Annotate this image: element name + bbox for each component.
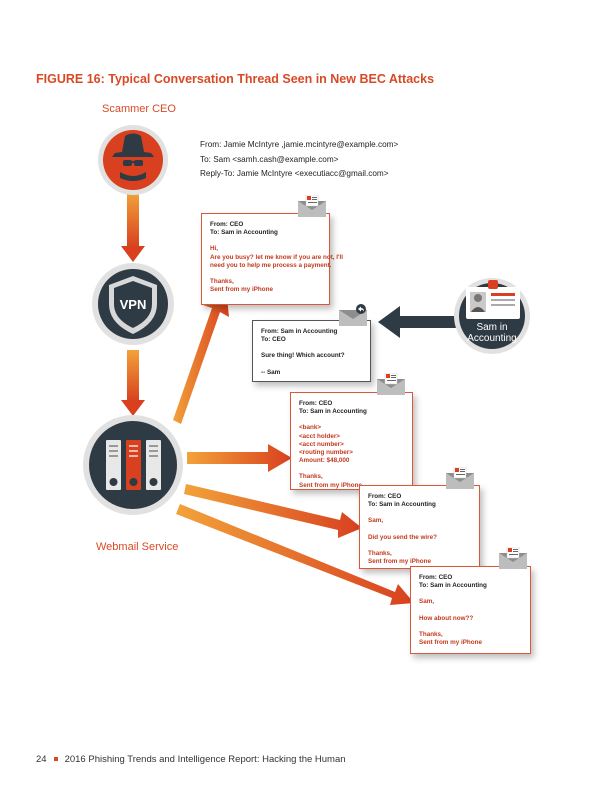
page-number: 24 [36, 754, 47, 765]
msg3-line: <acct number> [299, 440, 344, 448]
msg1-line: Hi, [210, 245, 219, 253]
arrow-webmail-to-msg4 [184, 484, 362, 538]
footer-separator-square [53, 756, 58, 761]
message-card-5: From: CEO To: Sam in Accounting Sam, How… [410, 566, 531, 654]
envelope-icon [499, 547, 527, 569]
header-to: To: Sam <samh.cash@example.com> [200, 154, 339, 164]
msg4-line: Sam, [368, 517, 384, 525]
message-card-2-reply: From: Sam in Accounting To: CEO Sure thi… [252, 320, 371, 382]
msg3-line: Thanks, [299, 473, 323, 481]
msg2-line: -- Sam [261, 368, 281, 376]
reply-envelope-icon [339, 304, 367, 326]
msg3-line: <bank> [299, 424, 322, 432]
msg5-line: Thanks, [419, 630, 443, 638]
message-card-1: From: CEO To: Sam in Accounting Hi, Are … [201, 213, 344, 305]
sam-accounting-icon: Sam in Accounting [454, 278, 530, 354]
arrow-webmail-to-msg1 [173, 288, 229, 424]
msg5-to: To: Sam in Accounting [419, 582, 487, 590]
vpn-label: VPN [120, 297, 147, 312]
msg2-line: Sure thing! Which account? [261, 352, 345, 360]
email-header-block: From: Jamie McIntyre ,jamie.mcintyre@exa… [200, 138, 398, 182]
vpn-shield-icon: VPN [92, 263, 174, 345]
msg3-line: Sent from my iPhone [299, 481, 362, 489]
msg3-line: <acct holder> [299, 432, 340, 440]
msg1-line: Thanks, [210, 278, 234, 286]
msg5-line: Sent from my iPhone [419, 639, 482, 647]
msg2-to: To: CEO [261, 336, 286, 344]
arrow-scammer-to-vpn [121, 192, 145, 262]
msg3-line: <routing number> [299, 449, 353, 457]
sam-label-line1: Sam in [476, 322, 507, 333]
arrow-sam-to-reply [378, 306, 456, 338]
message-card-4: From: CEO To: Sam in Accounting Sam, Did… [359, 485, 480, 569]
msg3-line: Amount: $48,000 [299, 457, 350, 465]
page-footer: 24 2016 Phishing Trends and Intelligence … [36, 754, 346, 765]
msg5-line: How about now?? [419, 614, 474, 622]
webmail-service-label: Webmail Service [96, 541, 179, 553]
scammer-ceo-icon [98, 125, 168, 195]
msg4-line: Did you send the wire? [368, 533, 437, 541]
msg1-line: Are you busy? let me know if you are not… [210, 253, 344, 261]
msg1-from: From: CEO [210, 221, 244, 228]
webmail-server-icon [83, 415, 183, 515]
msg4-line: Thanks, [368, 549, 392, 557]
envelope-icon [298, 195, 326, 217]
msg5-line: Sam, [419, 598, 435, 606]
arrow-vpn-to-webmail [121, 350, 145, 416]
msg4-to: To: Sam in Accounting [368, 501, 436, 509]
msg2-from: From: Sam in Accounting [261, 328, 338, 335]
msg5-from: From: CEO [419, 574, 453, 581]
msg3-to: To: Sam in Accounting [299, 408, 367, 416]
msg4-line: Sent from my iPhone [368, 558, 431, 566]
msg1-line: need you to help me process a payment. [210, 261, 332, 269]
msg1-line: Sent from my iPhone [210, 286, 273, 294]
header-from: From: Jamie McIntyre ,jamie.mcintyre@exa… [200, 140, 399, 149]
msg4-from: From: CEO [368, 493, 402, 500]
scammer-ceo-label: Scammer CEO [102, 103, 176, 115]
footer-report-title: 2016 Phishing Trends and Intelligence Re… [64, 754, 346, 765]
envelope-icon [446, 467, 474, 489]
arrow-webmail-to-msg3 [187, 444, 292, 472]
msg3-from: From: CEO [299, 400, 333, 407]
figure-title: FIGURE 16: Typical Conversation Thread S… [36, 72, 435, 86]
envelope-icon [377, 373, 405, 395]
msg1-to: To: Sam in Accounting [210, 229, 278, 237]
message-card-3: From: CEO To: Sam in Accounting <bank> <… [290, 392, 413, 490]
header-reply-to: Reply-To: Jamie McIntyre <executiacc@gma… [200, 169, 389, 178]
sam-label-line2: Accounting [467, 333, 516, 344]
arrow-webmail-to-msg5 [176, 504, 414, 605]
